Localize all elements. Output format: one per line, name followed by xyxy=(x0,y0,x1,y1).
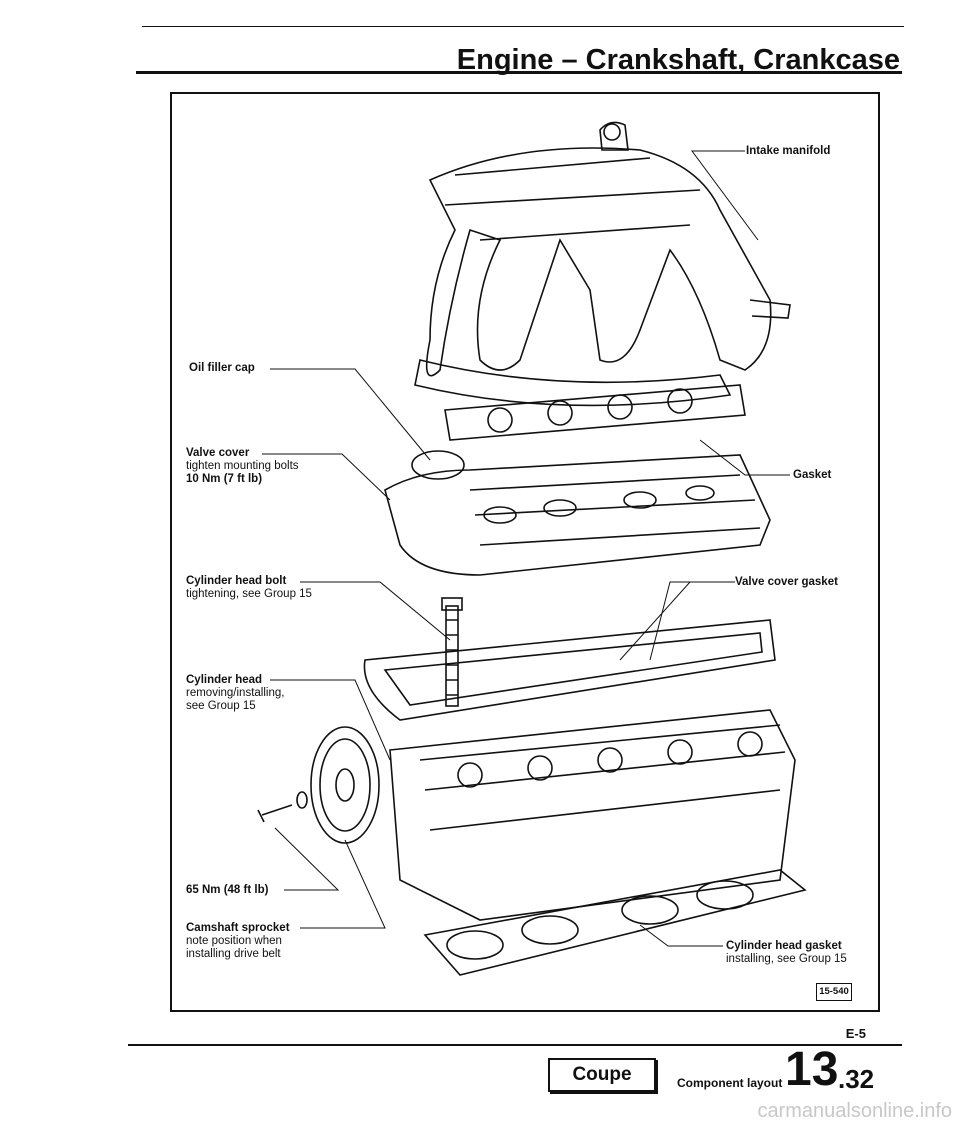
label-oil-filler-cap: Oil filler cap xyxy=(189,362,255,374)
label-camshaft-sprocket: Camshaft sprocket note position when ins… xyxy=(186,922,290,960)
label-valve-cover-gasket: Valve cover gasket xyxy=(735,576,838,588)
intake-gasket-drawing xyxy=(444,384,746,441)
label-valve-cover: Valve cover tighten mounting bolts 10 Nm… xyxy=(186,447,299,485)
valve-cover-drawing xyxy=(384,454,771,576)
intake-manifold-drawing xyxy=(414,121,791,407)
top-rule xyxy=(142,26,904,27)
page-code: E-5 xyxy=(845,1026,866,1041)
cylinder-head-drawing xyxy=(389,709,796,921)
title-underline xyxy=(136,71,902,74)
model-badge: Coupe xyxy=(548,1058,656,1092)
valve-cover-gasket-drawing xyxy=(363,619,776,721)
label-intake-manifold: Intake manifold xyxy=(746,145,831,157)
cylinder-head-bolt-drawing xyxy=(441,597,463,707)
label-torque-65: 65 Nm (48 ft lb) xyxy=(186,884,269,896)
section-number: 13 xyxy=(785,1043,839,1096)
label-cylinder-head-gasket: Cylinder head gasket installing, see Gro… xyxy=(726,940,847,965)
watermark: carmanualsonline.info xyxy=(757,1100,952,1122)
section-label: Component layout xyxy=(677,1076,783,1090)
page-title: Engine – Crankshaft, Crankcase xyxy=(456,44,900,76)
sprocket-bolt-drawing xyxy=(257,804,293,823)
figure-reference: 15-540 xyxy=(816,983,852,1001)
cylinder-head-gasket-drawing xyxy=(423,869,807,976)
oil-filler-cap-drawing xyxy=(411,450,465,480)
footer-rule xyxy=(128,1044,902,1046)
label-cylinder-head: Cylinder head removing/installing, see G… xyxy=(186,674,285,712)
washer-drawing xyxy=(296,791,308,809)
label-cylinder-head-bolt: Cylinder head bolt tightening, see Group… xyxy=(186,575,312,600)
label-gasket: Gasket xyxy=(793,469,832,481)
section-subnumber: .32 xyxy=(838,1064,875,1094)
figure-frame xyxy=(170,92,880,1012)
camshaft-sprocket-drawing xyxy=(310,726,380,844)
